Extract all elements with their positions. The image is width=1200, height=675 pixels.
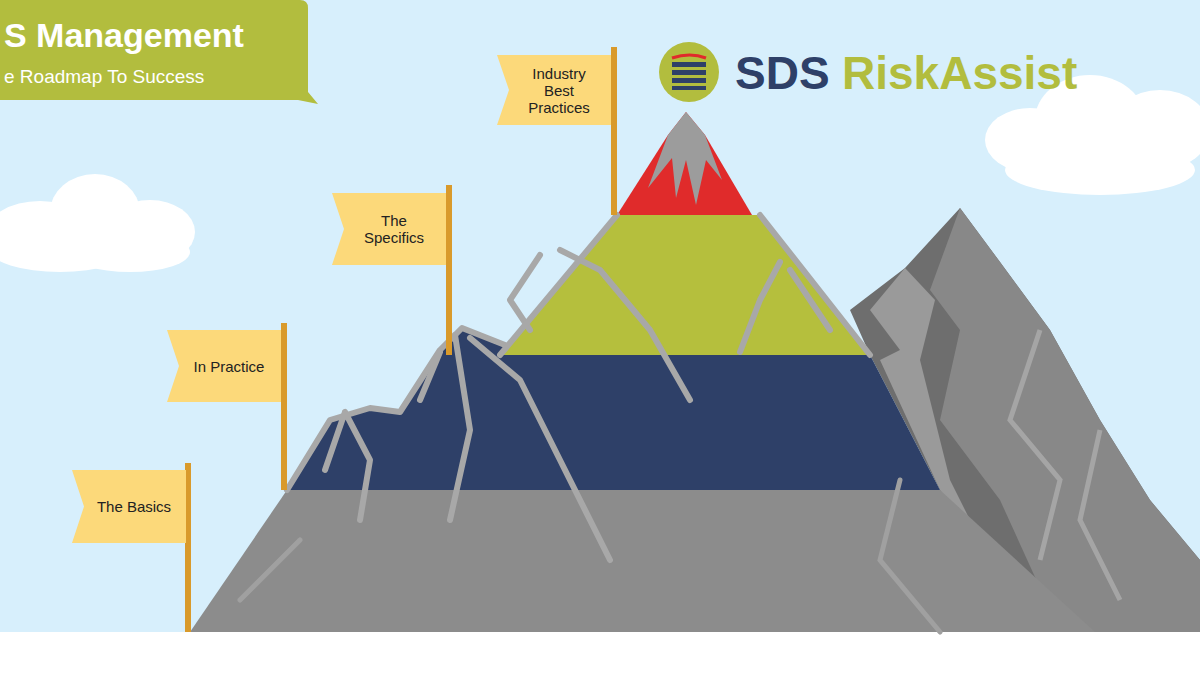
cloud — [0, 174, 195, 272]
ground-strip — [0, 632, 1200, 675]
flag-banner: Industry Best Practices — [497, 55, 611, 125]
flag-banner: The Specifics — [332, 193, 446, 265]
title-text: S Management — [4, 16, 244, 55]
flag-label: The Specifics — [354, 212, 434, 246]
flag-banner: The Basics — [72, 470, 186, 543]
flag-label: In Practice — [194, 358, 265, 375]
flag-label: The Basics — [97, 498, 171, 515]
flag-fill — [72, 470, 186, 543]
flag-fill — [332, 193, 446, 265]
logo-icon — [659, 42, 719, 102]
flag-label: Industry Best Practices — [520, 65, 598, 116]
flag-banner: In Practice — [167, 330, 281, 402]
logo-word: SDS — [735, 46, 830, 100]
main-mountain — [190, 112, 1095, 632]
flag-fill — [497, 55, 611, 125]
flag-fill — [167, 330, 281, 402]
title-banner — [0, 0, 318, 104]
subtitle-text: e Roadmap To Success — [4, 66, 204, 88]
logo-word: RiskAssist — [842, 46, 1077, 100]
